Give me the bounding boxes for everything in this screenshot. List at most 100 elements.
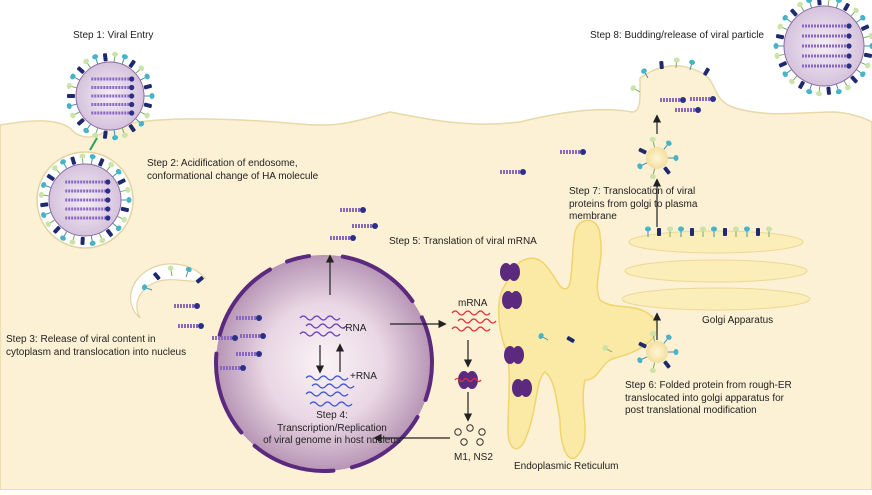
spike-stalk	[43, 195, 49, 196]
surface-spike	[659, 61, 664, 69]
rnp-stripe	[92, 208, 94, 211]
rnp-stripe	[215, 336, 217, 340]
rnp-stripe	[190, 324, 192, 328]
na-head	[776, 34, 785, 40]
rnp-stripe	[802, 55, 804, 58]
rnp-stripe	[121, 95, 123, 98]
rnp-stripe	[358, 224, 360, 228]
rnp-stripe	[183, 304, 185, 308]
spike-stalk	[96, 59, 98, 65]
rnp-stripe	[218, 336, 220, 340]
rnp-stripe	[832, 45, 834, 48]
surface-spike	[723, 228, 727, 236]
spike-stalk	[75, 77, 80, 80]
rnp-stripe	[71, 208, 73, 211]
ha-head	[121, 53, 128, 60]
rnp-stripe	[112, 103, 114, 106]
rnp-stripe	[103, 78, 105, 81]
er-label: Endoplasmic Reticulum	[514, 461, 619, 474]
rnp-stripe	[251, 316, 253, 320]
ha-head	[674, 349, 679, 355]
surface-spike	[826, 87, 831, 95]
rnp-stripe	[844, 45, 846, 48]
rnp-stripe	[86, 208, 88, 211]
rnp-stripe	[678, 98, 680, 102]
spike-stalk	[635, 89, 640, 92]
ha-head-alt	[629, 84, 636, 92]
rnp-stripe	[65, 181, 67, 184]
rnp-stripe	[112, 95, 114, 98]
rnp-stripe	[118, 112, 120, 115]
surface-spike	[76, 118, 85, 126]
rnp-stripe	[811, 25, 813, 28]
rnp-stripe	[838, 55, 840, 58]
rnp-stripe	[77, 199, 79, 202]
ha-head-alt	[112, 51, 119, 57]
rnp-stripe	[74, 190, 76, 193]
rnp-stripe	[826, 65, 828, 68]
rnp-stripe	[221, 336, 223, 340]
rnp-stripe	[826, 55, 828, 58]
rnp-polymerase	[240, 365, 246, 371]
rnp-polymerase	[105, 179, 110, 184]
ha-head	[806, 88, 813, 95]
rnp-stripe	[100, 112, 102, 115]
rnp-stripe	[578, 150, 580, 154]
surface-spike	[103, 53, 108, 61]
rnp-stripe	[336, 236, 338, 240]
rnp-stripe	[71, 190, 73, 193]
rnp-polymerase	[846, 53, 851, 58]
rnp-stripe	[124, 78, 126, 81]
rnp-stripe	[675, 98, 677, 102]
rnp-stripe	[841, 55, 843, 58]
spike-stalk	[122, 59, 124, 65]
rnp-stripe	[189, 304, 191, 308]
spike-stalk	[793, 76, 797, 80]
spike-stalk	[779, 54, 785, 55]
surface-spike	[144, 93, 155, 99]
rnp-stripe	[705, 97, 707, 101]
na-head	[690, 228, 694, 236]
rnp-stripe	[89, 190, 91, 193]
rnp-stripe	[805, 25, 807, 28]
rnp-stripe	[89, 199, 91, 202]
rnp-stripe	[97, 103, 99, 106]
rnp-stripe	[223, 366, 225, 370]
mrna-label: mRNA	[458, 298, 487, 311]
ha-head	[144, 73, 151, 81]
rnp-polymerase	[256, 351, 262, 357]
rnp-stripe	[844, 35, 846, 38]
rnp-polymerase	[129, 93, 134, 98]
vesicle-body	[646, 147, 668, 169]
rnp-stripe	[333, 236, 335, 240]
rnp-stripe	[109, 95, 111, 98]
rnp-stripe	[91, 78, 93, 81]
rnp-stripe	[121, 78, 123, 81]
spike-stalk	[676, 62, 677, 68]
rnp-stripe	[101, 190, 103, 193]
spike-stalk	[114, 56, 115, 62]
rnp-stripe	[177, 304, 179, 308]
rnp-stripe	[832, 25, 834, 28]
rnp-stripe	[814, 45, 816, 48]
step7-label: Step 7: Translocation of viral proteins …	[569, 186, 697, 224]
rnp-polymerase	[260, 333, 266, 339]
spike-stalk	[863, 36, 869, 37]
rnp-stripe	[811, 45, 813, 48]
surface-spike	[756, 228, 760, 236]
surface-spike	[816, 85, 823, 96]
rnp-stripe	[364, 224, 366, 228]
rnp-stripe	[829, 35, 831, 38]
rnp-polymerase	[846, 23, 851, 28]
surface-spike	[798, 81, 805, 90]
rnp-stripe	[83, 199, 85, 202]
rnp-stripe	[118, 95, 120, 98]
rnp-stripe	[236, 352, 238, 356]
rnp-stripe	[817, 45, 819, 48]
rnp-stripe	[91, 112, 93, 115]
rnp-stripe	[98, 217, 100, 220]
surface-spike	[864, 43, 872, 49]
rnp-stripe	[240, 334, 242, 338]
rnp-polymerase	[256, 315, 262, 321]
